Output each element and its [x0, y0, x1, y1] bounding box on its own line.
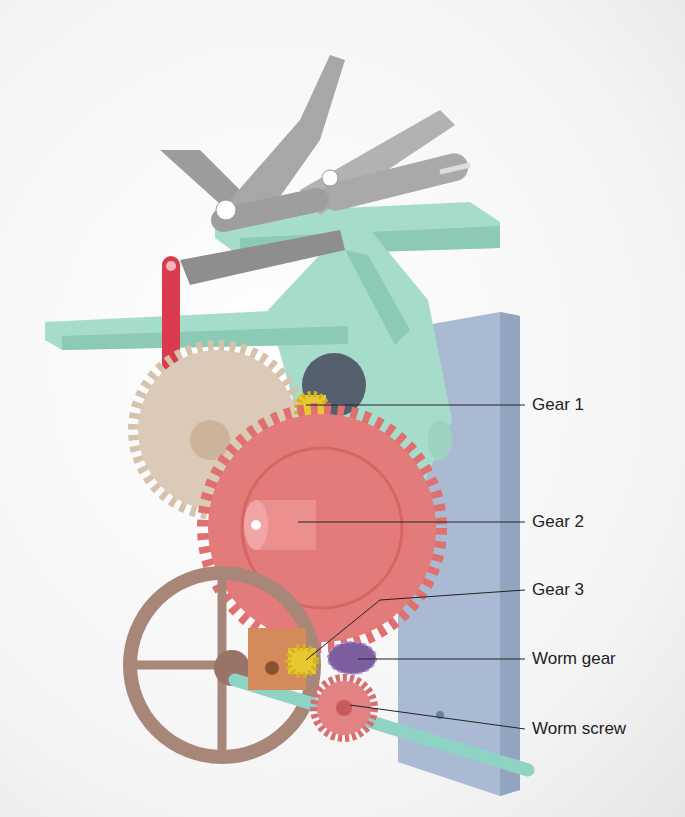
drive-shaft — [235, 680, 528, 770]
gear-3 — [288, 648, 316, 674]
part-label: Gear 3 — [532, 580, 584, 600]
link-pin — [166, 261, 176, 271]
bearing-hole — [265, 661, 279, 675]
worm-gear — [328, 642, 376, 674]
linkage-base — [180, 230, 345, 285]
linkage-roller — [319, 150, 471, 213]
part-label: Worm gear — [532, 649, 616, 669]
worm-screw-hub — [336, 700, 352, 716]
worm-screw — [317, 681, 371, 735]
gear-2-pinion-face — [244, 500, 268, 550]
frame-shelf-face — [62, 326, 348, 350]
gear-hub — [190, 420, 230, 460]
back-plate-side — [500, 312, 520, 796]
pin-head — [322, 170, 338, 186]
gear-3-teeth — [288, 647, 316, 675]
flywheel-rim — [130, 573, 314, 757]
leader-line — [358, 659, 525, 660]
part-label: Gear 1 — [532, 395, 584, 415]
leader-line — [350, 705, 525, 729]
leader-line — [298, 522, 525, 523]
axle-boss-end — [428, 420, 452, 460]
leader-line — [306, 590, 525, 660]
pin-shaft — [440, 165, 470, 172]
worm-screw-teeth — [314, 678, 374, 738]
part-label: Worm screw — [532, 719, 626, 739]
leader-line — [306, 405, 525, 406]
pin-head — [216, 200, 236, 220]
pin-head — [251, 520, 261, 530]
part-label: Gear 2 — [532, 512, 584, 532]
worm-gear-thread — [328, 642, 376, 674]
frame-rib — [345, 250, 410, 345]
linkage-roller — [209, 186, 331, 234]
gear-2-teeth — [203, 409, 441, 647]
gear-2 — [208, 414, 436, 642]
